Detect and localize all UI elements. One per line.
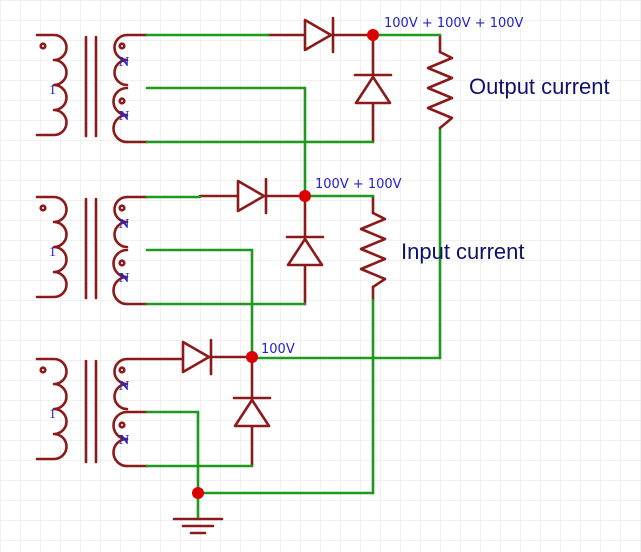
- secondary-winding-upper: [113, 195, 129, 249]
- transformer-1: 1 N N: [35, 33, 129, 144]
- diode-d2: [353, 73, 393, 105]
- voltage-label-bottom: 100V: [261, 342, 295, 357]
- polarity-dot: [39, 42, 47, 50]
- polarity-dot: [118, 366, 126, 374]
- polarity-dot: [39, 204, 47, 212]
- secondary-turns-label: N: [119, 379, 129, 394]
- diode-d1: [303, 16, 335, 54]
- primary-turns-label: 1: [49, 83, 56, 98]
- secondary-turns-label: N: [119, 433, 129, 448]
- wires: [145, 33, 442, 521]
- secondary-winding-upper: [113, 33, 129, 87]
- primary-winding: [35, 195, 68, 299]
- diode-d3: [236, 177, 268, 215]
- polarity-dot: [118, 204, 126, 212]
- resistor-output: [426, 50, 454, 130]
- secondary-winding-upper: [113, 357, 129, 411]
- primary-winding: [35, 33, 68, 137]
- primary-winding: [35, 357, 68, 461]
- junction-node: [192, 487, 204, 499]
- resistor-input: [359, 211, 387, 289]
- primary-turns-label: 1: [49, 407, 56, 422]
- voltage-label-top: 100V + 100V + 100V: [384, 16, 524, 31]
- primary-turns-label: 1: [49, 245, 56, 260]
- secondary-winding-lower: [112, 410, 129, 468]
- secondary-turns-label: N: [119, 55, 129, 70]
- polarity-dot: [118, 421, 126, 429]
- junction-node: [299, 190, 311, 202]
- polarity-dot: [118, 97, 126, 105]
- secondary-winding-lower: [112, 248, 129, 306]
- secondary-turns-label: N: [119, 109, 129, 124]
- ground-symbol-icon: [172, 517, 224, 535]
- secondary-turns-label: N: [119, 217, 129, 232]
- polarity-dot: [118, 259, 126, 267]
- junction-nodes: [192, 29, 379, 499]
- junction-node: [367, 29, 379, 41]
- secondary-winding-lower: [112, 86, 129, 144]
- voltage-label-middle: 100V + 100V: [315, 177, 402, 192]
- secondary-turns-label: N: [119, 271, 129, 286]
- polarity-dot: [39, 366, 47, 374]
- diode-d5: [181, 338, 213, 376]
- transformer-2: 1 N N: [35, 195, 129, 306]
- diode-d6: [232, 396, 272, 428]
- component-leads: [125, 33, 442, 468]
- polarity-dot: [118, 42, 126, 50]
- junction-node: [246, 351, 258, 363]
- output-current-label: Output current: [469, 74, 610, 99]
- input-current-label: Input current: [401, 239, 525, 264]
- transformer-3: 1 N N: [35, 357, 129, 468]
- diode-d4: [285, 235, 325, 267]
